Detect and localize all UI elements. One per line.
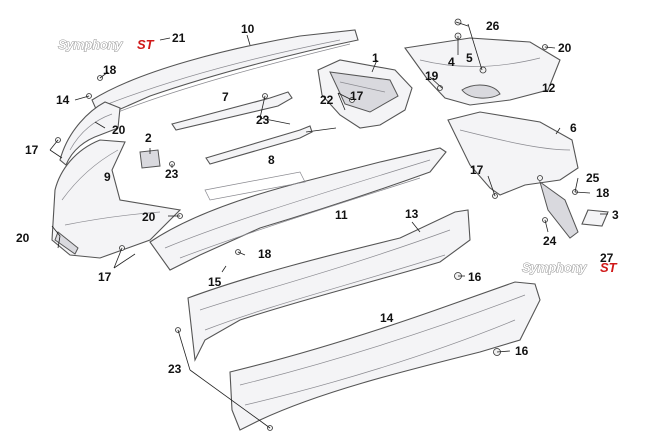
callout-6: 6 [570, 121, 577, 135]
callout-11: 11 [335, 208, 348, 222]
callout-24: 24 [543, 234, 557, 248]
callout-3: 3 [612, 208, 619, 222]
callout-13: 13 [405, 207, 419, 221]
callout-1: 1 [372, 51, 379, 65]
callout-10: 10 [241, 22, 255, 36]
callout-16: 16 [515, 344, 529, 358]
callout-18: 18 [596, 186, 610, 200]
symphony-st-logo-top: Symphony ST [58, 37, 155, 53]
part-3-plate [581, 209, 609, 227]
logo-accent-text: ST [137, 37, 155, 52]
part-7-strip [171, 91, 293, 131]
part-13-lower-cover [187, 209, 471, 362]
part-6-right-cover [447, 111, 579, 239]
callout-18: 18 [258, 247, 272, 261]
callout-17: 17 [98, 270, 112, 284]
callout-26: 26 [486, 19, 500, 33]
part-left-upper-bracket [59, 101, 121, 166]
callout-5: 5 [466, 51, 473, 65]
callout-2: 2 [145, 131, 152, 145]
callout-7: 7 [222, 90, 229, 104]
callout-23: 23 [165, 167, 179, 181]
callout-21: 21 [172, 31, 186, 45]
callout-15: 14 [56, 93, 70, 107]
callout-16: 16 [468, 270, 482, 284]
callout-18: 18 [103, 63, 117, 77]
callout-4: 4 [448, 55, 455, 69]
callout-14: 14 [380, 311, 394, 325]
callout-17: 17 [350, 89, 364, 103]
symphony-st-logo-bottom: Symphony ST [522, 260, 618, 276]
part-1-housing [317, 59, 413, 129]
callout-23: 23 [168, 362, 182, 376]
callout-17: 17 [25, 143, 39, 157]
logo-main-text: Symphony [522, 260, 587, 275]
part-11-side-cover [149, 147, 447, 271]
callout-labels: 10 21 1 26 5 4 20 19 12 18 14 20 17 22 1… [16, 19, 619, 376]
leader-lines [49, 21, 608, 429]
callout-20: 20 [142, 210, 156, 224]
part-8-strip [205, 125, 313, 165]
callout-19: 19 [425, 69, 439, 83]
callout-27: 27 [600, 251, 614, 265]
callout-15: 15 [208, 275, 222, 289]
part-14-floor-cover [229, 281, 541, 431]
part-10-rear-rail [91, 29, 359, 119]
part-9-left-rear-cover [51, 139, 182, 259]
callout-9: 9 [104, 170, 111, 184]
callout-20: 20 [558, 41, 572, 55]
callout-20: 20 [112, 123, 126, 137]
logo-main-text: Symphony [58, 37, 123, 52]
callout-20: 20 [16, 231, 30, 245]
callout-25: 25 [586, 171, 600, 185]
part-2-clip [139, 149, 161, 169]
callout-17: 17 [470, 163, 484, 177]
callout-8: 8 [268, 153, 275, 167]
callout-12: 12 [542, 81, 556, 95]
callout-23: 23 [256, 113, 270, 127]
callout-22: 22 [320, 93, 334, 107]
logo-accent-text: ST [600, 260, 618, 275]
